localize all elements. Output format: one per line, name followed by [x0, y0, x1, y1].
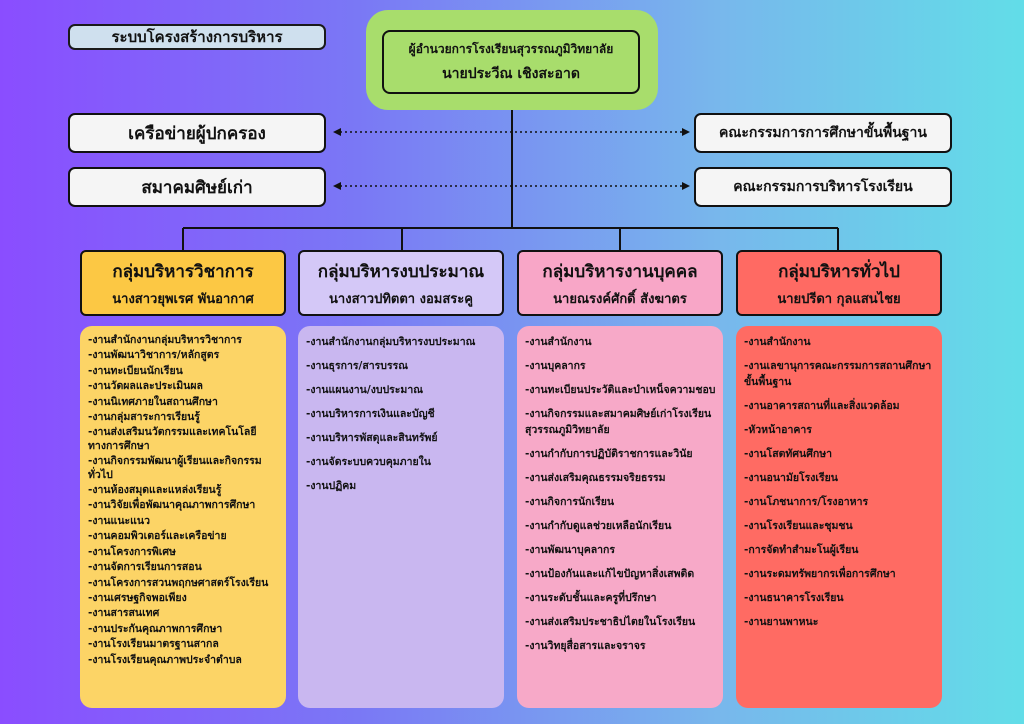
director-name: นายประวีณ เชิงสะอาด	[442, 65, 580, 82]
task-item: -การจัดทำสำมะโนผู้เรียน	[744, 544, 859, 556]
page-title: ระบบโครงสร้างการบริหาร	[68, 24, 326, 50]
group-personnel-tasks: -งานสำนักงาน -งานบุคลากร -งานทะเบียนประวัต…	[517, 326, 723, 708]
task-item: -งานคอมพิวเตอร์และเครือข่าย	[88, 530, 227, 543]
task-item: -งานระดับชั้นและครูที่ปรึกษา	[525, 592, 657, 604]
group-leader: นายณรงค์ศักดิ์ สังฆาตร	[553, 291, 687, 307]
group-title: กลุ่มบริหารทั่วไป	[778, 261, 900, 282]
task-item: -งานห้องสมุดและแหล่งเรียนรู้	[88, 484, 222, 497]
group-leader: นายปรีดา กุลแสนไชย	[777, 291, 901, 307]
task-item: -งานสารสนเทศ	[88, 607, 160, 620]
task-item: -งานพัฒนาวิชาการ/หลักสูตร	[88, 349, 220, 362]
task-item: -งานโรงเรียนคุณภาพประจำตำบล	[88, 653, 242, 666]
task-item: -งานกิจกรรมพัฒนาผู้เรียนและกิจกรรมทั่วไป	[88, 455, 262, 481]
task-item: -งานโครงการสวนพฤกษศาสตร์โรงเรียน	[88, 576, 269, 589]
group-title: กลุ่มบริหารวิชาการ	[112, 261, 254, 282]
task-item: -งานวัดผลและประเมินผล	[88, 380, 203, 393]
task-list: -งานสำนักงานกลุ่มบริหารวิชาการ -งานพัฒนาว…	[88, 334, 280, 667]
task-item: -งานโสตทัศนศึกษา	[744, 448, 833, 460]
basic-education-committee-box: คณะกรรมการการศึกษาขั้นพื้นฐาน	[694, 113, 952, 153]
task-item: -งานส่งเสริมประชาธิปไตยในโรงเรียน	[525, 616, 696, 628]
task-item: -งานส่งเสริมนวัตกรรมและเทคโนโลยีทางการศึ…	[88, 426, 257, 452]
group-leader: นางสาวปทิตตา งอมสระคู	[329, 291, 473, 307]
task-item: -งานสำนักงานกลุ่มบริหารวิชาการ	[88, 334, 242, 346]
group-academic-header: กลุ่มบริหารวิชาการ นางสาวยุพเรศ พันอากาศ	[80, 250, 286, 316]
group-general-tasks: -งานสำนักงาน -งานเลขานุการคณะกรรมการสถานศ…	[736, 326, 942, 708]
task-item: -งานป้องกันและแก้ไขปัญหาสิ่งเสพติด	[525, 568, 695, 580]
task-item: -งานแผนงาน/งบประมาณ	[306, 384, 423, 396]
task-item: -งานบริหารพัสดุและสินทรัพย์	[306, 432, 438, 444]
task-item: -หัวหน้าอาคาร	[744, 424, 812, 436]
task-item: -งานสำนักงาน	[525, 336, 592, 348]
task-item: -งานแนะแนว	[88, 514, 150, 527]
task-item: -งานโภชนาการ/โรงอาหาร	[744, 496, 869, 508]
group-title: กลุ่มบริหารงบประมาณ	[317, 261, 485, 282]
task-item: -งานบุคลากร	[525, 360, 586, 372]
task-item: -งานยานพาหนะ	[744, 616, 819, 628]
task-item: -งานโรงเรียนมาตรฐานสากล	[88, 638, 219, 651]
task-list: -งานสำนักงานกลุ่มบริหารงบประมาณ -งานธุรกา…	[306, 334, 498, 494]
school-board-box: คณะกรรมการบริหารโรงเรียน	[694, 167, 952, 207]
task-item: -งานสำนักงานกลุ่มบริหารงบประมาณ	[306, 336, 476, 348]
group-budget-header: กลุ่มบริหารงบประมาณ นางสาวปทิตตา งอมสระค…	[298, 250, 504, 316]
alumni-association-box: สมาคมศิษย์เก่า	[68, 167, 326, 207]
task-item: -งานอาคารสถานที่และสิ่งแวดล้อม	[744, 400, 900, 412]
group-general-header: กลุ่มบริหารทั่วไป นายปรีดา กุลแสนไชย	[736, 250, 942, 316]
task-item: -งานวิจัยเพื่อพัฒนาคุณภาพการศึกษา	[88, 499, 256, 512]
task-item: -งานกิจกรรมและสมาคมศิษย์เก่าโรงเรียนสุวร…	[525, 408, 712, 436]
group-title: กลุ่มบริหารงานบุคคล	[542, 261, 698, 282]
group-budget-tasks: -งานสำนักงานกลุ่มบริหารงบประมาณ -งานธุรกา…	[298, 326, 504, 708]
task-item: -งานสำนักงาน	[744, 336, 811, 348]
task-item: -งานพัฒนาบุคลากร	[525, 544, 616, 556]
task-item: -งานนิเทศภายในสถานศึกษา	[88, 395, 218, 408]
group-personnel-header: กลุ่มบริหารงานบุคคล นายณรงค์ศักดิ์ สังฆา…	[517, 250, 723, 316]
director-role: ผู้อำนวยการโรงเรียนสุวรรณภูมิวิทยาลัย	[408, 41, 614, 56]
task-item: -งานกิจการนักเรียน	[525, 496, 615, 508]
task-item: -งานทะเบียนนักเรียน	[88, 364, 183, 377]
director-box: ผู้อำนวยการโรงเรียนสุวรรณภูมิวิทยาลัย นา…	[366, 10, 658, 110]
task-list: -งานสำนักงาน -งานบุคลากร -งานทะเบียนประวัต…	[525, 334, 717, 654]
task-item: -งานเลขานุการคณะกรรมการสถานศึกษาขั้นพื้น…	[744, 360, 932, 388]
task-item: -งานกำกับดูแลช่วยเหลือนักเรียน	[525, 520, 672, 532]
task-item: -งานปฏิคม	[306, 480, 357, 492]
task-item: -งานทะเบียนประวัติและบำเหน็จความชอบ	[525, 384, 716, 396]
task-item: -งานวิทยุสื่อสารและจราจร	[525, 640, 646, 652]
task-item: -งานอนามัยโรงเรียน	[744, 472, 838, 484]
task-item: -งานโครงการพิเศษ	[88, 545, 176, 558]
director-card: ผู้อำนวยการโรงเรียนสุวรรณภูมิวิทยาลัย นา…	[382, 30, 640, 94]
task-item: -งานจัดการเรียนการสอน	[88, 561, 202, 574]
task-item: -งานธนาคารโรงเรียน	[744, 592, 844, 604]
task-item: -งานกลุ่มสาระการเรียนรู้	[88, 411, 200, 424]
task-item: -งานระดมทรัพยากรเพื่อการศึกษา	[744, 568, 896, 580]
task-list: -งานสำนักงาน -งานเลขานุการคณะกรรมการสถานศ…	[744, 334, 936, 630]
task-item: -งานบริหารการเงินและบัญชี	[306, 408, 435, 420]
task-item: -งานประกันคุณภาพการศึกษา	[88, 622, 223, 635]
group-leader: นางสาวยุพเรศ พันอากาศ	[112, 291, 254, 307]
task-item: -งานส่งเสริมคุณธรรมจริยธรรม	[525, 472, 666, 484]
task-item: -งานโรงเรียนและชุมชน	[744, 520, 853, 532]
task-item: -งานกำกับการปฏิบัติราชการและวินัย	[525, 448, 693, 460]
parent-network-box: เครือข่ายผู้ปกครอง	[68, 113, 326, 153]
task-item: -งานเศรษฐกิจพอเพียง	[88, 591, 187, 604]
group-academic-tasks: -งานสำนักงานกลุ่มบริหารวิชาการ -งานพัฒนาว…	[80, 326, 286, 708]
task-item: -งานธุรการ/สารบรรณ	[306, 360, 408, 372]
task-item: -งานจัดระบบควบคุมภายใน	[306, 456, 431, 468]
